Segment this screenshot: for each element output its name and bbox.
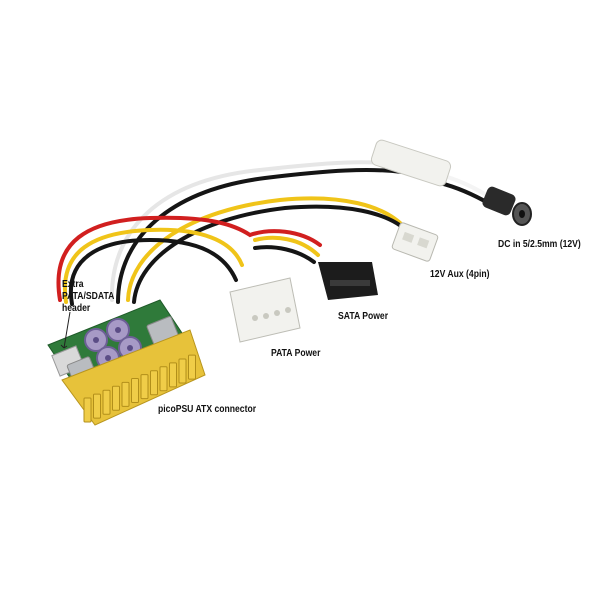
wire-yellow xyxy=(126,196,407,302)
atx-pin xyxy=(169,362,177,388)
wire-harness xyxy=(56,160,492,306)
label-extra-line-3: header xyxy=(62,302,91,314)
atx-pin xyxy=(121,381,130,407)
wire-white xyxy=(109,160,402,302)
aux-4pin-connector xyxy=(391,222,439,262)
wire-black xyxy=(116,168,404,304)
atx-pin xyxy=(112,385,120,411)
atx-pin xyxy=(140,374,149,400)
label-extra-line-2: PATA/SDATA xyxy=(62,290,115,302)
atx-pin xyxy=(178,358,187,384)
atx-pin xyxy=(150,370,158,396)
atx-pin xyxy=(93,393,101,419)
atx-connector xyxy=(61,329,206,426)
wire-yellow xyxy=(62,227,244,304)
label-dc-in: DC in 5/2.5mm (12V) xyxy=(498,238,581,250)
wire-yellow xyxy=(253,235,320,257)
atx-pin xyxy=(131,378,139,403)
sata-power-connector xyxy=(318,262,378,300)
atx-pin xyxy=(188,354,196,380)
wire-black xyxy=(132,204,410,304)
pata-molex-connector xyxy=(229,277,301,343)
label-extra-header: Extra PATA/SDATA header xyxy=(62,278,114,314)
label-atx-connector: picoPSU ATX connector xyxy=(158,403,257,415)
atx-pin xyxy=(102,389,111,415)
atx-pin xyxy=(83,397,92,423)
label-12v-aux: 12V Aux (4pin) xyxy=(430,268,490,280)
wire-black xyxy=(68,237,238,306)
wire-red xyxy=(56,215,322,302)
label-sata-power: SATA Power xyxy=(338,310,389,322)
label-pointers xyxy=(60,311,71,349)
label-extra-line-1: Extra xyxy=(62,278,84,290)
atx-pin xyxy=(159,366,168,392)
label-pata-power: PATA Power xyxy=(271,347,321,359)
wire-black xyxy=(253,245,316,264)
dc-in-jack xyxy=(370,139,532,226)
